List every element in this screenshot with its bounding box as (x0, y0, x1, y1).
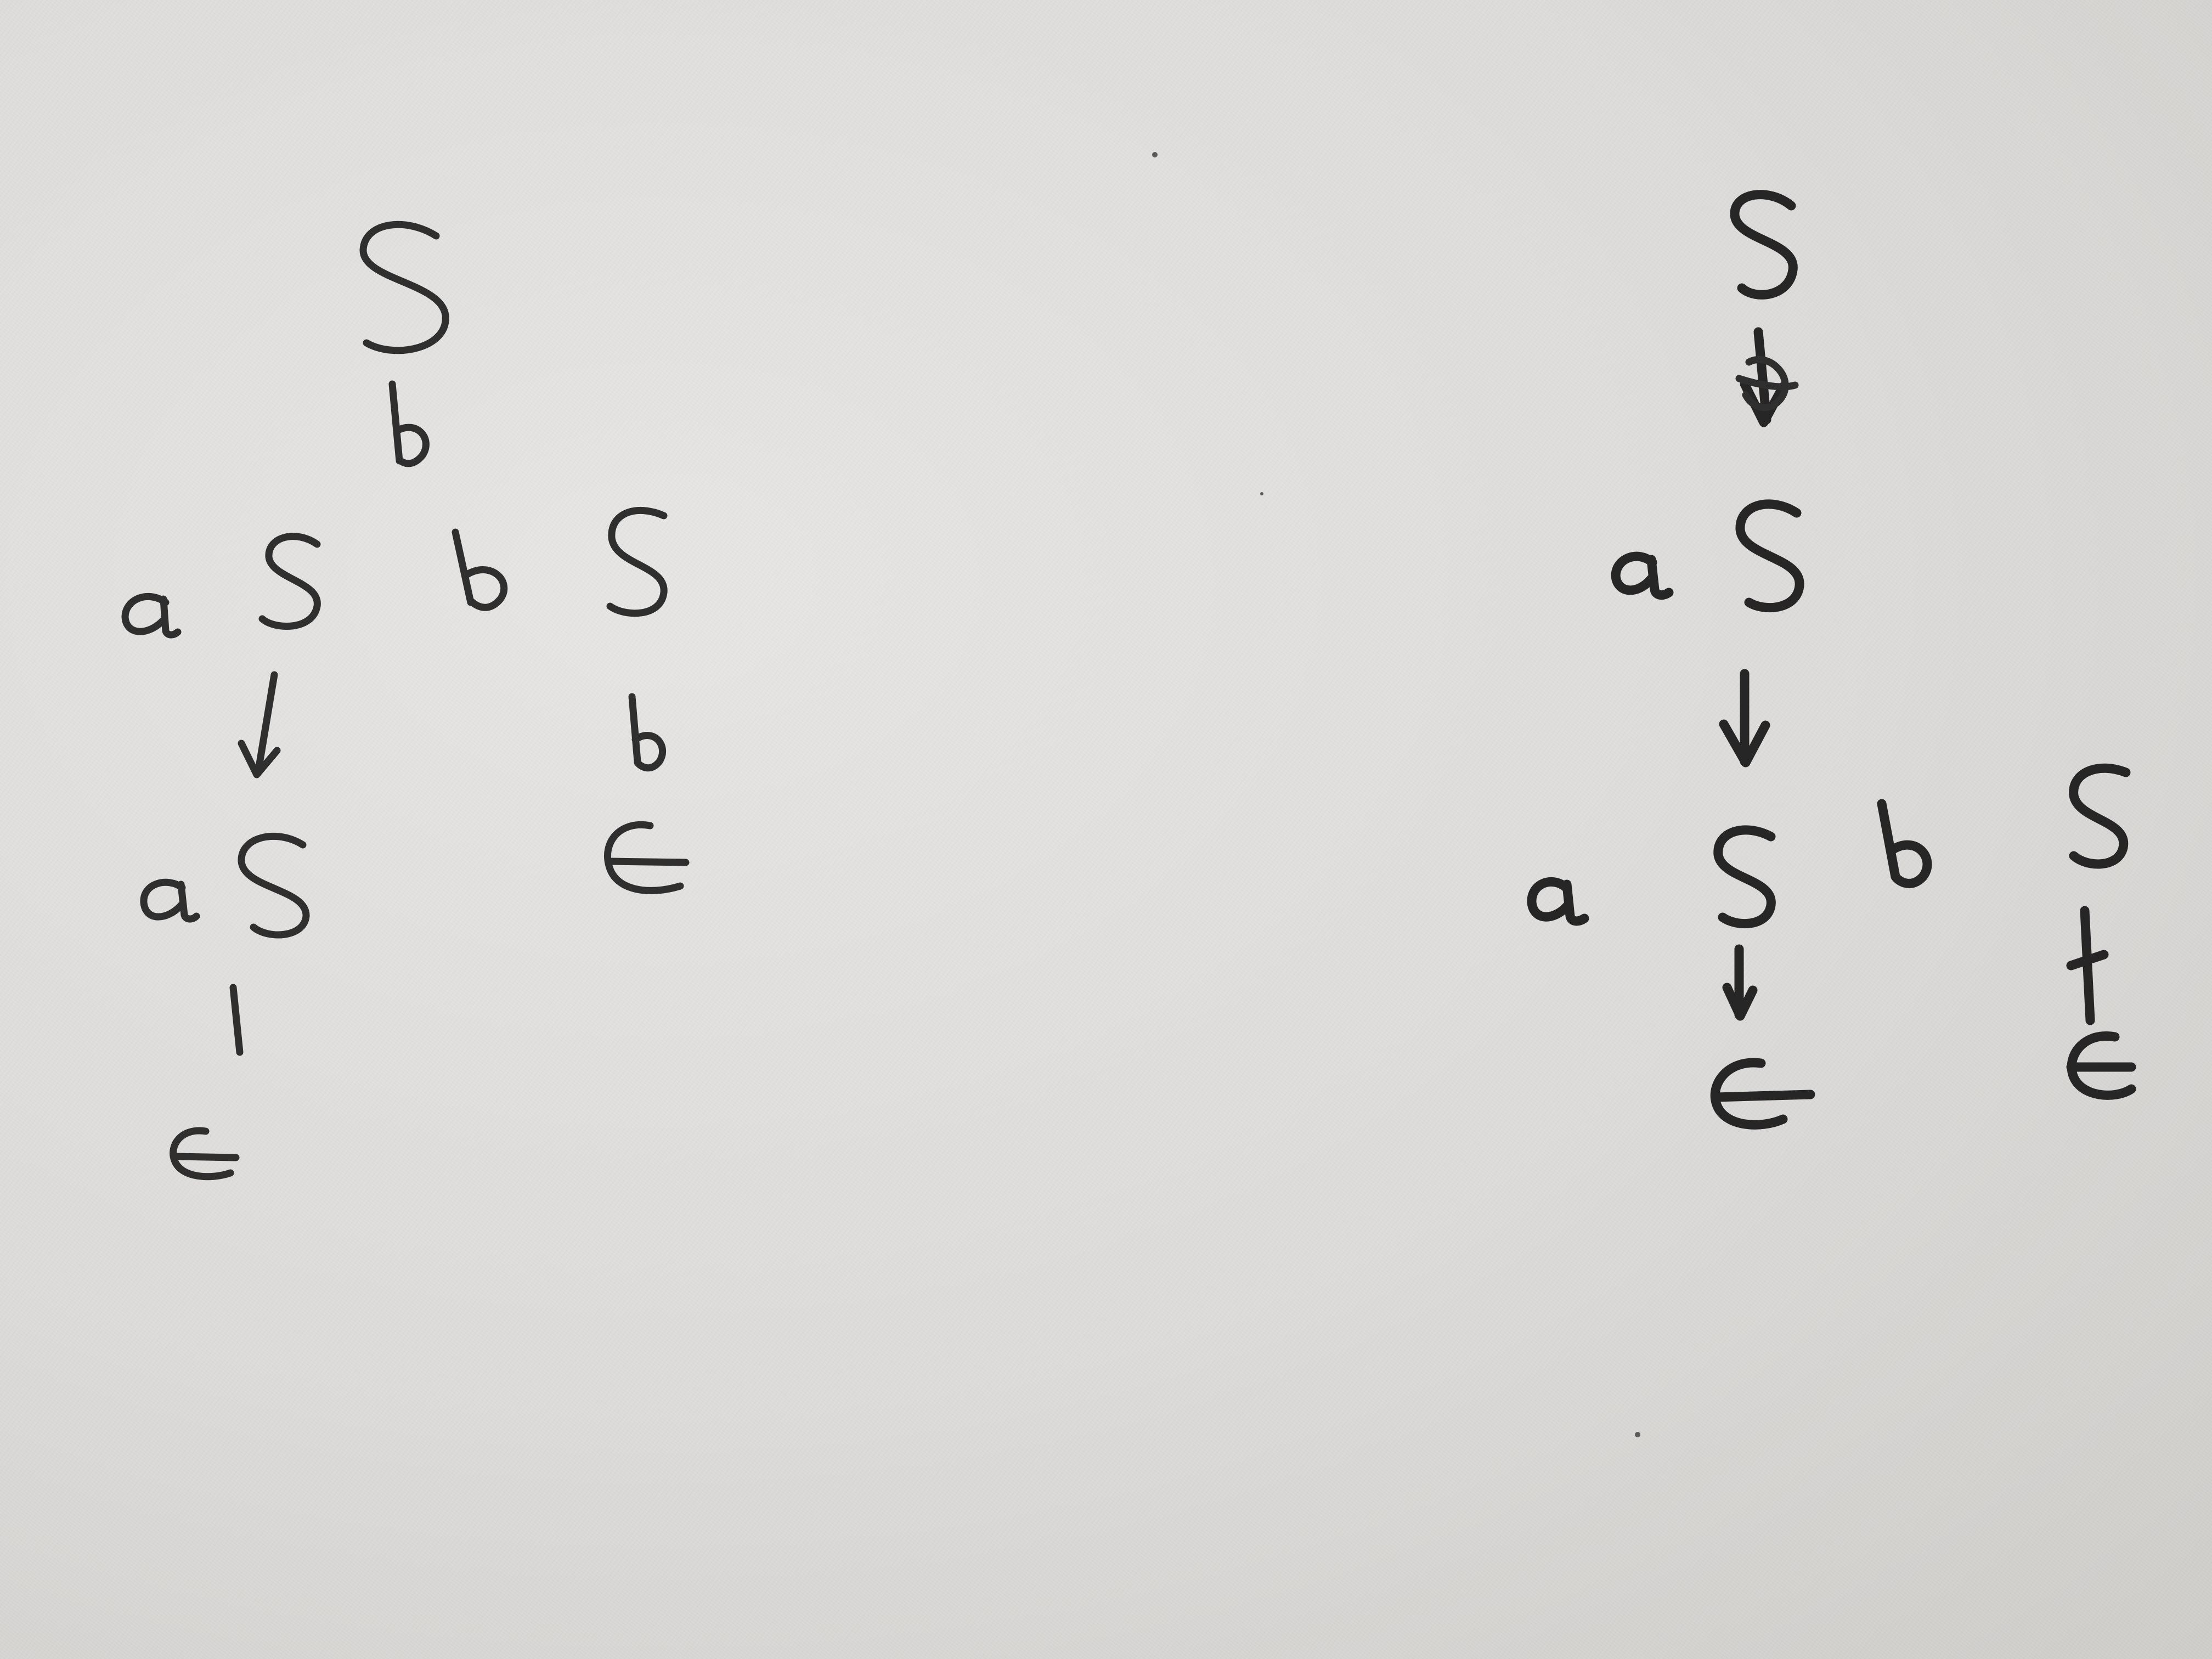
right-l2-a (1527, 877, 1589, 926)
left-parse-tree (121, 221, 690, 1181)
right-l1-arrow (1719, 669, 1770, 768)
left-root-b (388, 380, 430, 467)
right-l2-arrow (1722, 944, 1758, 1021)
left-l1-b (452, 528, 508, 611)
left-root-s (359, 221, 449, 354)
left-l2-s (238, 832, 310, 939)
right-root-s (1730, 190, 1798, 300)
left-right-epsilon (604, 821, 690, 894)
paper-speck (1152, 152, 1158, 157)
left-l1-s (258, 533, 321, 630)
left-l1-s-right (606, 506, 668, 617)
right-l2-s (1713, 825, 1776, 929)
right-l2-epsilon (1710, 1058, 1815, 1130)
right-l2-line (2066, 906, 2109, 1025)
paper-speck (1260, 492, 1263, 495)
right-root-b-scribble (1735, 356, 1799, 411)
left-bottom-epsilon (170, 1127, 240, 1181)
left-l2-line (229, 984, 244, 1056)
left-arrow-down (238, 671, 281, 778)
left-l1-a (121, 593, 182, 639)
right-l1-s (1735, 499, 1804, 613)
paper-speck (1635, 1432, 1640, 1437)
left-right-b (628, 693, 666, 772)
right-l1-a (1611, 551, 1674, 600)
right-l2-s-right (2069, 763, 2131, 869)
right-parse-tree (1527, 190, 2136, 1130)
right-l2-b (1877, 799, 1932, 888)
right-right-epsilon (2066, 1031, 2136, 1100)
left-l2-a (140, 878, 200, 923)
